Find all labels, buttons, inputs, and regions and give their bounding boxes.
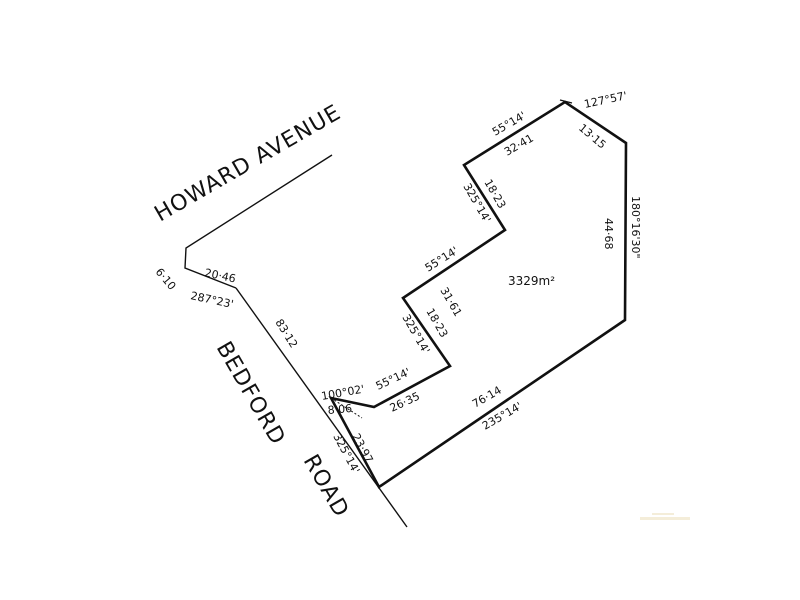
bearing-287: 287°23' [189,289,234,311]
corner-tick [559,99,573,104]
dim-8-06: 8·06 [327,402,353,417]
bearing-55-middle: 55°14' [423,244,461,274]
watermark-mark [640,513,690,520]
dim-6-10: 6·10 [153,266,179,293]
lot-boundary [328,100,628,489]
dim-13-15: 13·15 [576,121,608,151]
bearing-180: 180°16'30" [629,196,642,259]
dim-32-41: 32·41 [502,132,536,159]
bearing-127: 127°57' [583,89,628,111]
bearing-55-top: 55°14' [490,109,528,139]
dim-26-35: 26·35 [388,390,422,415]
dim-20-46: 20·46 [203,266,237,285]
lot-area-label: 3329m² [508,274,555,288]
bedford-label: BEDFORD [211,338,290,450]
howard-avenue-boundary [184,154,333,289]
dim-31-61: 31·61 [437,285,464,319]
dim-44-68: 44·68 [602,218,615,250]
